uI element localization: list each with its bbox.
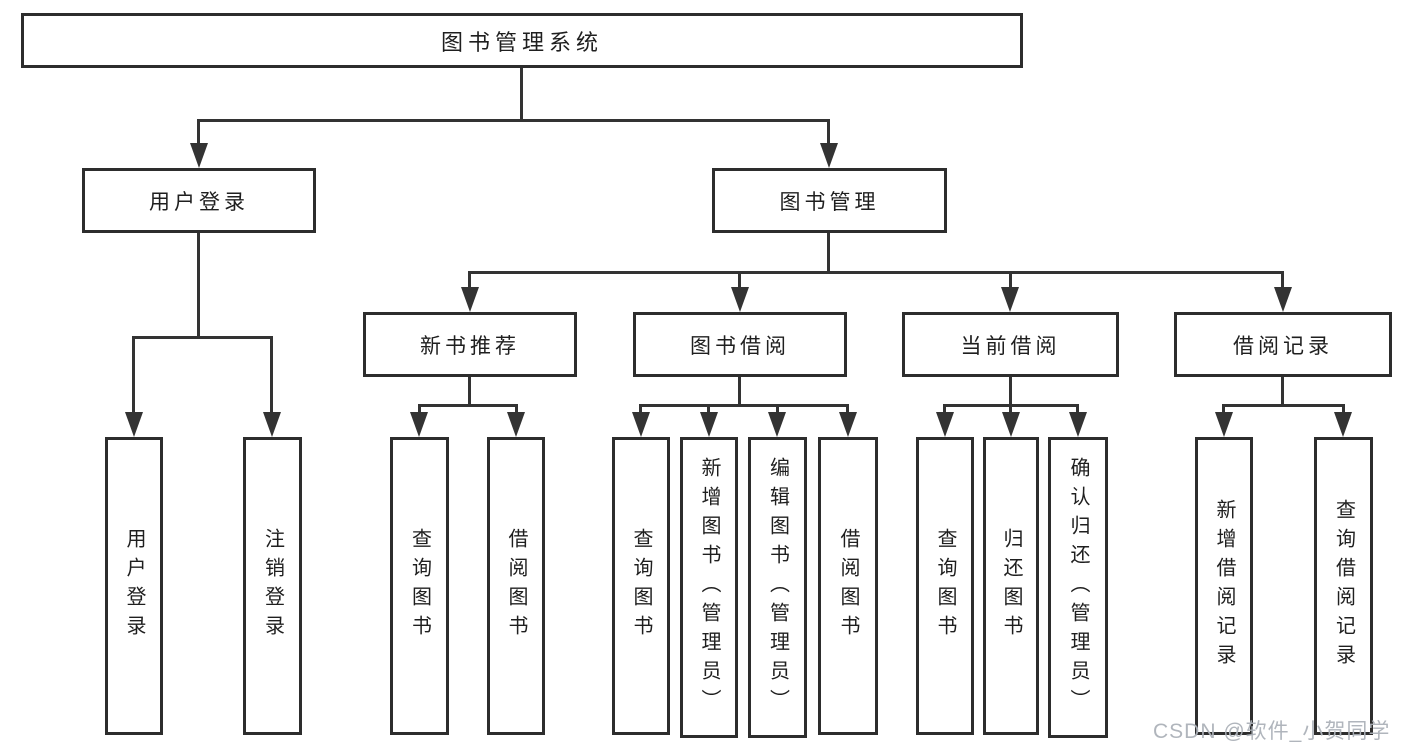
arrowhead-icon — [410, 412, 428, 437]
connector-line — [270, 336, 273, 418]
arrowhead-icon — [731, 287, 749, 312]
leaf-add-borrow-record: 新增借阅记录 — [1195, 437, 1253, 735]
connector-line — [639, 404, 849, 407]
connector-line — [468, 271, 471, 293]
node-new-book-recommendation: 新书推荐 — [363, 312, 577, 377]
connector-line — [418, 404, 518, 407]
connector-line — [1281, 271, 1284, 293]
arrowhead-icon — [1069, 412, 1087, 437]
leaf-label: 编辑图书（管理员） — [766, 457, 789, 718]
connector-line — [1342, 404, 1345, 418]
connector-line — [197, 119, 200, 149]
arrowhead-icon — [1274, 287, 1292, 312]
arrowhead-icon — [263, 412, 281, 437]
connector-line — [846, 404, 849, 418]
leaf-logout: 注销登录 — [243, 437, 302, 735]
arrowhead-icon — [1215, 412, 1233, 437]
leaf-add-books-admin: 新增图书（管理员） — [680, 437, 738, 738]
leaf-label: 注销登录 — [261, 528, 284, 644]
leaf-label: 确认归还（管理员） — [1067, 457, 1089, 718]
leaf-label: 查询图书 — [630, 528, 652, 644]
arrowhead-icon — [632, 412, 650, 437]
node-book-management: 图书管理 — [712, 168, 947, 233]
connector-line — [1076, 404, 1079, 418]
arrowhead-icon — [700, 412, 718, 437]
arrowhead-icon — [1001, 287, 1019, 312]
leaf-borrow-books-recommend: 借阅图书 — [487, 437, 545, 735]
leaf-borrow-books: 借阅图书 — [818, 437, 878, 735]
leaf-label: 借阅图书 — [837, 528, 859, 644]
node-borrowing-records: 借阅记录 — [1174, 312, 1392, 377]
arrowhead-icon — [1334, 412, 1352, 437]
connector-line — [197, 119, 830, 122]
leaf-label: 查询借阅记录 — [1332, 499, 1355, 673]
connector-line — [1222, 404, 1225, 418]
arrowhead-icon — [125, 412, 143, 437]
leaf-label: 新增借阅记录 — [1213, 499, 1235, 673]
leaf-edit-books-admin: 编辑图书（管理员） — [748, 437, 807, 738]
connector-line — [520, 68, 523, 121]
connector-line — [132, 336, 135, 418]
arrowhead-icon — [507, 412, 525, 437]
connector-line — [738, 271, 741, 293]
leaf-label: 借阅图书 — [505, 528, 527, 644]
arrowhead-icon — [839, 412, 857, 437]
leaf-label: 查询图书 — [934, 528, 956, 644]
connector-line — [639, 404, 642, 418]
connector-line — [1281, 377, 1284, 407]
connector-line — [1009, 377, 1012, 407]
arrowhead-icon — [190, 143, 208, 168]
arrowhead-icon — [461, 287, 479, 312]
node-book-borrowing: 图书借阅 — [633, 312, 847, 377]
node-current-borrowing: 当前借阅 — [902, 312, 1119, 377]
leaf-label: 查询图书 — [408, 528, 431, 644]
connector-line — [738, 377, 741, 407]
connector-line — [776, 404, 779, 418]
connector-line — [1222, 404, 1344, 407]
leaf-label: 新增图书（管理员） — [698, 457, 720, 718]
leaf-query-borrow-record: 查询借阅记录 — [1314, 437, 1373, 735]
leaf-return-books: 归还图书 — [983, 437, 1039, 735]
connector-line — [515, 404, 518, 418]
leaf-query-books-recommend: 查询图书 — [390, 437, 449, 735]
connector-line — [197, 233, 200, 339]
arrowhead-icon — [768, 412, 786, 437]
leaf-user-login: 用户登录 — [105, 437, 163, 735]
connector-line — [468, 377, 471, 407]
leaf-confirm-return-admin: 确认归还（管理员） — [1048, 437, 1108, 738]
leaf-query-books-borrow: 查询图书 — [612, 437, 670, 735]
connector-line — [943, 404, 946, 418]
connector-line — [827, 233, 830, 274]
connector-line — [418, 404, 421, 418]
node-library-management-system: 图书管理系统 — [21, 13, 1023, 68]
connector-line — [132, 336, 273, 339]
connector-line — [827, 119, 830, 149]
leaf-label: 用户登录 — [123, 528, 145, 644]
arrowhead-icon — [936, 412, 954, 437]
connector-line — [468, 271, 1284, 274]
leaf-query-books-current: 查询图书 — [916, 437, 974, 735]
node-user-login: 用户登录 — [82, 168, 316, 233]
connector-line — [1009, 404, 1012, 418]
arrowhead-icon — [1002, 412, 1020, 437]
arrowhead-icon — [820, 143, 838, 168]
connector-line — [1009, 271, 1012, 293]
connector-line — [707, 404, 710, 418]
leaf-label: 归还图书 — [1000, 528, 1022, 644]
csdn-watermark: CSDN @软件_小贺同学 — [1153, 720, 1391, 743]
